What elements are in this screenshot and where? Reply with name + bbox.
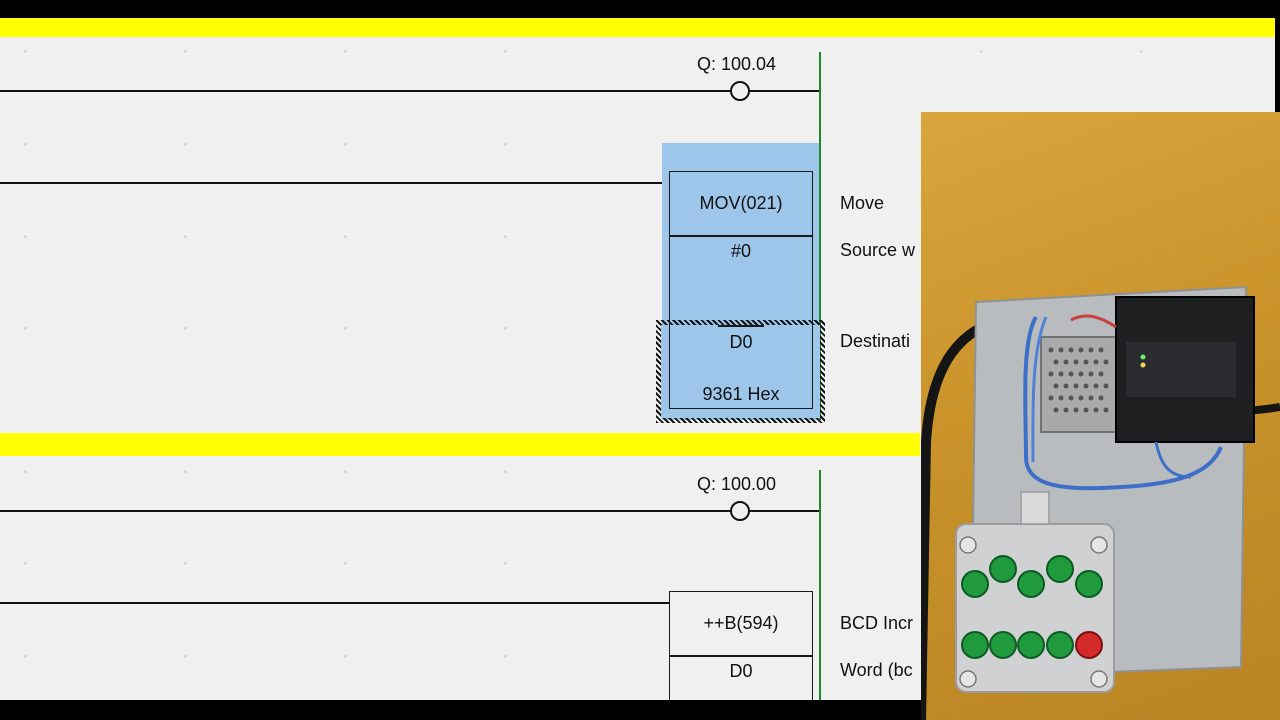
word-operand[interactable]: D0	[729, 661, 753, 681]
right-power-rail	[819, 52, 821, 420]
grid-dot	[184, 143, 187, 146]
grid-dot	[24, 50, 27, 53]
instruction-name: ++B(594)	[703, 613, 779, 633]
grid-dot	[184, 235, 187, 238]
cursor-hatch	[656, 320, 825, 423]
block-divider	[718, 325, 764, 327]
grid-dot	[344, 143, 347, 146]
grid-dot	[24, 562, 27, 565]
letterbox-top	[0, 0, 1280, 18]
grid-dot	[24, 655, 27, 658]
block-divider	[670, 235, 812, 237]
grid-dot	[184, 327, 187, 330]
rung-wire	[0, 90, 819, 92]
rung-highlight-bar	[0, 18, 1275, 37]
grid-dot	[24, 327, 27, 330]
instruction-comment: Move	[840, 193, 885, 213]
grid-dot	[980, 50, 983, 53]
rung-highlight-bar	[0, 433, 920, 456]
operand-comment: Word (bc	[840, 660, 913, 680]
block-divider	[670, 655, 812, 657]
camera-overlay-plc-hardware	[921, 112, 1280, 720]
grid-dot	[344, 562, 347, 565]
grid-dot	[184, 470, 187, 473]
destination-value: 9361 Hex	[702, 384, 780, 404]
grid-dot	[184, 562, 187, 565]
grid-dot	[344, 470, 347, 473]
grid-dot	[1140, 50, 1143, 53]
operand-comment: Destinati	[840, 331, 911, 351]
source-operand[interactable]: #0	[730, 241, 752, 261]
bcd-increment-block[interactable]: ++B(594) D0	[669, 591, 813, 700]
grid-dot	[504, 655, 507, 658]
grid-dot	[24, 235, 27, 238]
grid-dot	[344, 327, 347, 330]
grid-dot	[24, 470, 27, 473]
grid-dot	[504, 327, 507, 330]
instruction-comment: BCD Incr	[840, 613, 914, 633]
rung-wire	[0, 182, 670, 184]
output-coil[interactable]	[730, 81, 750, 101]
rung-wire	[0, 602, 670, 604]
grid-dot	[504, 562, 507, 565]
grid-dot	[504, 143, 507, 146]
grid-dot	[504, 50, 507, 53]
coil-address-label: Q: 100.04	[697, 54, 777, 74]
grid-dot	[184, 50, 187, 53]
operand-comment: Source w	[840, 240, 916, 260]
plc-hardware-illustration	[921, 285, 1280, 720]
grid-dot	[344, 235, 347, 238]
destination-operand[interactable]: D0	[729, 332, 753, 352]
grid-dot	[184, 655, 187, 658]
grid-dot	[504, 235, 507, 238]
instruction-name: MOV(021)	[699, 193, 783, 213]
grid-dot	[504, 470, 507, 473]
grid-dot	[344, 50, 347, 53]
coil-address-label: Q: 100.00	[697, 474, 777, 494]
output-coil[interactable]	[730, 501, 750, 521]
mov-instruction-block[interactable]: MOV(021) #0 D0 9361 Hex	[669, 171, 813, 409]
grid-dot	[24, 143, 27, 146]
rung-wire	[0, 510, 819, 512]
right-power-rail	[819, 470, 821, 700]
grid-dot	[344, 655, 347, 658]
